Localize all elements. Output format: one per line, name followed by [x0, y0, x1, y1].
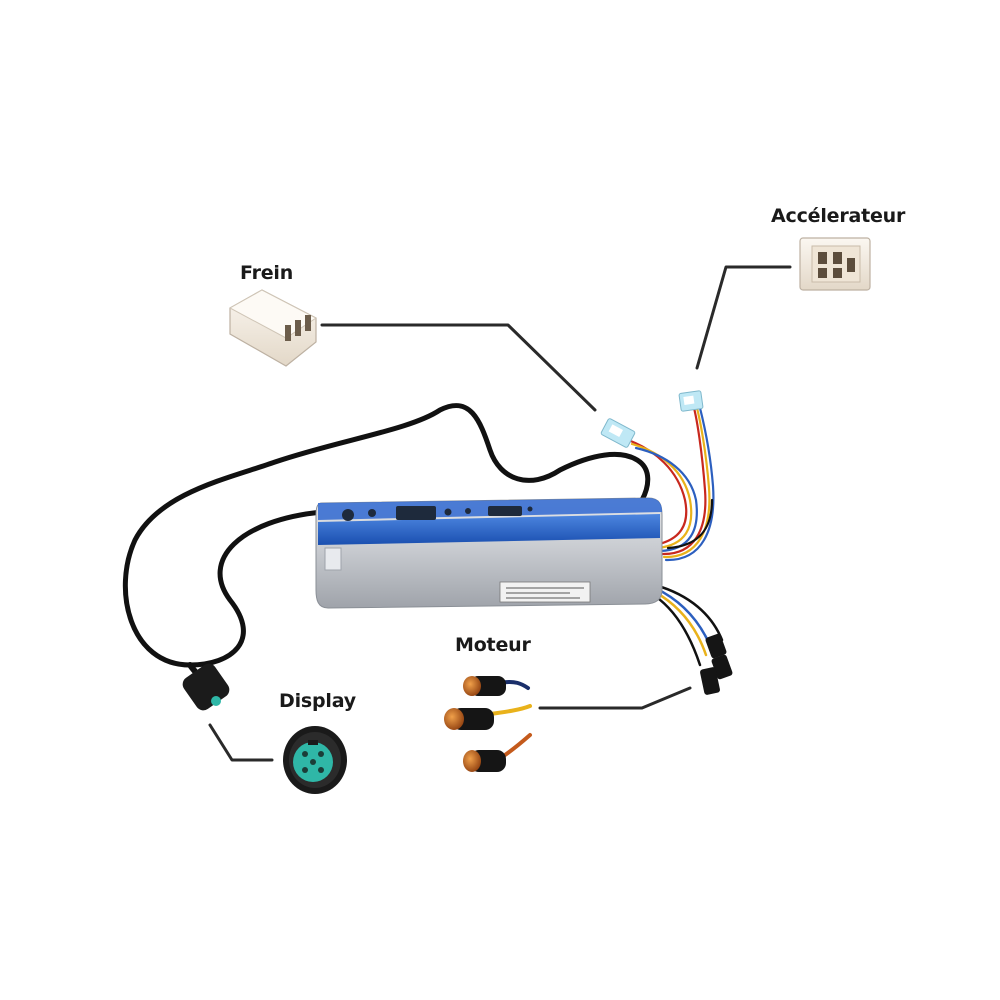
controller-top-ports — [342, 506, 533, 521]
motor-connectors-icon — [444, 676, 532, 772]
controller-box — [315, 497, 663, 609]
brake-connector-icon — [228, 289, 317, 367]
accelerateur-callout-line — [695, 265, 792, 370]
moteur-callout-line — [538, 686, 692, 710]
brake-wire-connector — [600, 418, 636, 448]
display-label: Display — [279, 690, 356, 712]
motor-bullet-2 — [444, 704, 532, 730]
motor-bullet-1 — [463, 676, 530, 696]
display-callout-line — [208, 723, 274, 762]
display-cable-plug — [182, 663, 230, 711]
motor-bullet-3 — [463, 733, 532, 772]
display-connector-icon — [283, 726, 347, 794]
moteur-label: Moteur — [455, 634, 531, 656]
throttle-wire-connector — [678, 390, 704, 412]
frein-label: Frein — [240, 262, 294, 284]
display-cable — [122, 403, 651, 668]
accelerateur-label: Accélerateur — [771, 205, 906, 227]
throttle-connector-icon — [799, 237, 871, 291]
callout-lines — [208, 265, 792, 762]
signal-wire-harness — [626, 406, 715, 562]
frein-callout-line — [320, 323, 597, 412]
motor-bullet-plugs — [700, 633, 733, 695]
